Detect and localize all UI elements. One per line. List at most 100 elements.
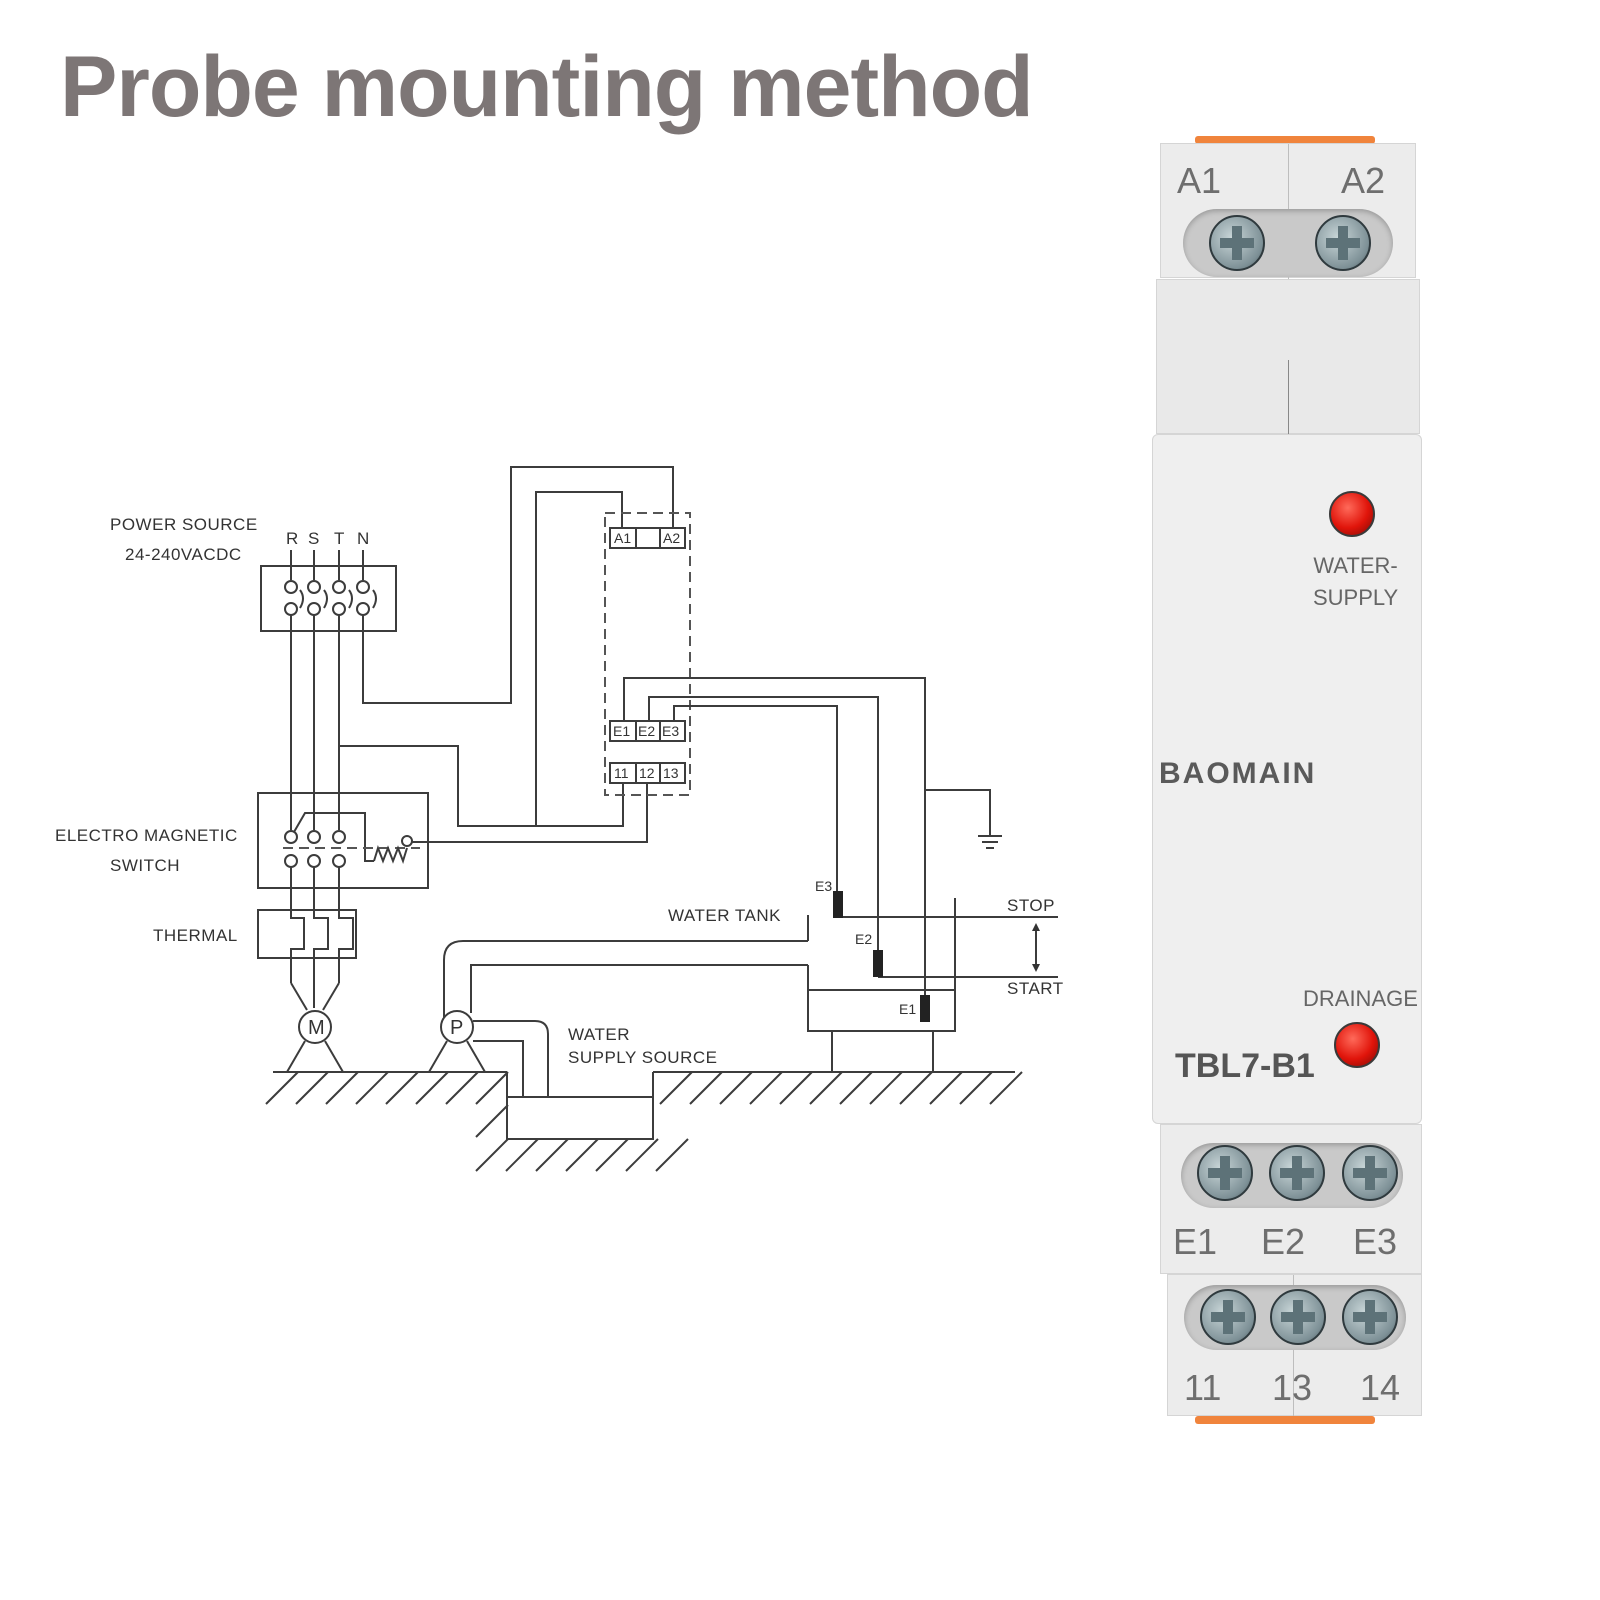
- hatch-line: [415, 1071, 449, 1105]
- probe-e2-label: E2: [855, 931, 872, 947]
- phase-t: T: [334, 529, 345, 548]
- screw-a1: [1209, 215, 1265, 271]
- ems-label-2: SWITCH: [110, 856, 180, 875]
- relay-terminal-a2: A2: [663, 530, 680, 546]
- terminal-label-14: 14: [1360, 1367, 1401, 1408]
- hatch-line: [959, 1071, 993, 1105]
- hatch-line: [689, 1071, 723, 1105]
- contact-terminal-block: 11 13 14: [1167, 1274, 1422, 1417]
- hatch-line: [899, 1071, 933, 1105]
- upper-cover: [1156, 279, 1420, 435]
- terminal-label-13: 13: [1272, 1367, 1313, 1408]
- electro-magnetic-switch: ELECTRO MAGNETIC SWITCH: [55, 792, 429, 889]
- power-source-voltage: 24-240VACDC: [125, 545, 242, 564]
- hatch-line: [659, 1071, 693, 1105]
- hatch-line: [445, 1071, 479, 1105]
- hatch-line: [565, 1138, 599, 1172]
- page-title: Probe mounting method: [60, 39, 1034, 135]
- phase-s: S: [308, 529, 320, 548]
- screw-e2: [1269, 1145, 1325, 1201]
- terminal-label-11: 11: [1184, 1367, 1222, 1408]
- front-panel: BAOMAIN WATER- SUPPLY DRAINAGE TBL7-B1: [1152, 434, 1422, 1124]
- wiring-diagram: POWER SOURCE 24-240VACDC R S T N A1 A2 E…: [55, 466, 1064, 1172]
- motor-symbol: M: [308, 1017, 325, 1039]
- water-supply-label-line1: WATER-: [1313, 553, 1398, 578]
- terminal-label-e1: E1: [1173, 1221, 1218, 1262]
- hatch-line: [295, 1071, 329, 1105]
- relay-schematic: A1 A2 E1 E2 E3 11 12 13: [604, 512, 691, 796]
- led-drainage: [1334, 1022, 1380, 1068]
- hatch-line: [385, 1071, 419, 1105]
- hatch-line: [719, 1071, 753, 1105]
- hatch-line: [505, 1138, 539, 1172]
- hatch-line: [325, 1071, 359, 1105]
- drainage-label: DRAINAGE: [1303, 986, 1418, 1011]
- relay-device: A1 A2 BAOMAIN WATER- SUPPLY DRAINAGE TBL…: [1152, 136, 1422, 1436]
- top-terminal-block: A1 A2: [1160, 143, 1416, 279]
- hatch-line: [929, 1071, 963, 1105]
- pump: P: [428, 940, 808, 1097]
- din-clip-top: [1195, 136, 1375, 144]
- start-label: START: [1007, 979, 1064, 998]
- hatch-line: [595, 1138, 629, 1172]
- phase-n: N: [357, 529, 370, 548]
- breaker-box: [260, 565, 397, 632]
- hatch-line: [265, 1071, 299, 1105]
- brand-logo: BAOMAIN: [1159, 757, 1317, 790]
- din-clip-bottom: [1195, 1416, 1375, 1424]
- stop-label: STOP: [1007, 896, 1055, 915]
- motor: M: [286, 982, 344, 1073]
- screw-e1: [1197, 1145, 1253, 1201]
- relay-terminal-e3: E3: [662, 723, 679, 739]
- probe-terminal-block: E1 E2 E3: [1160, 1124, 1422, 1274]
- breaker-contacts: [284, 550, 377, 616]
- terminal-label-e3: E3: [1353, 1221, 1398, 1262]
- thermal-label: THERMAL: [153, 926, 238, 945]
- motor-icon: [298, 1010, 332, 1044]
- hatch-line: [989, 1071, 1023, 1105]
- water-supply-label: WATER- SUPPLY: [1313, 550, 1398, 614]
- ground-icon: [978, 835, 1002, 849]
- probe-e3: [833, 891, 843, 918]
- screw-a2: [1315, 215, 1371, 271]
- model-number: TBL7-B1: [1175, 1047, 1315, 1085]
- hatch-line: [625, 1138, 659, 1172]
- terminal-label-a1: A1: [1177, 160, 1222, 201]
- relay-terminal-e2: E2: [638, 723, 655, 739]
- ground-surface: [265, 1071, 1023, 1172]
- hatch-line: [749, 1071, 783, 1105]
- screw-11: [1200, 1289, 1256, 1345]
- power-source: POWER SOURCE 24-240VACDC R S T N: [110, 515, 397, 632]
- screw-e3: [1342, 1145, 1398, 1201]
- screw-13: [1270, 1289, 1326, 1345]
- hatch-line: [839, 1071, 873, 1105]
- hatch-line: [535, 1138, 569, 1172]
- hatch-line: [475, 1071, 509, 1105]
- relay-terminal-11: 11: [614, 765, 629, 781]
- thermal-relay: THERMAL: [153, 867, 357, 1008]
- relay-terminal-13: 13: [663, 765, 679, 781]
- screw-14: [1342, 1289, 1398, 1345]
- relay-terminal-12: 12: [639, 765, 655, 781]
- water-supply-source: WATER SUPPLY SOURCE: [506, 1025, 717, 1140]
- water-tank: WATER TANK E3 E2 E1 STOP START: [668, 878, 1064, 1072]
- probe-e1-label: E1: [899, 1001, 916, 1017]
- pump-symbol: P: [450, 1017, 463, 1039]
- led-water-supply: [1329, 491, 1375, 537]
- terminal-label-e2: E2: [1261, 1221, 1306, 1262]
- coil-icon: [373, 844, 408, 865]
- phase-r: R: [286, 529, 299, 548]
- relay-terminal-e1: E1: [613, 723, 630, 739]
- probe-e3-label: E3: [815, 878, 832, 894]
- hatch-line: [655, 1138, 689, 1172]
- hatch-line: [475, 1104, 509, 1138]
- probe-e1: [920, 995, 930, 1022]
- probe-e2: [873, 950, 883, 977]
- water-tank-label: WATER TANK: [668, 906, 781, 925]
- ems-label: ELECTRO MAGNETIC: [55, 826, 238, 845]
- hatch-line: [475, 1138, 509, 1172]
- hatch-line: [779, 1071, 813, 1105]
- terminal-label-a2: A2: [1341, 160, 1386, 201]
- supply-label: WATER: [568, 1025, 630, 1044]
- hatch-line: [355, 1071, 389, 1105]
